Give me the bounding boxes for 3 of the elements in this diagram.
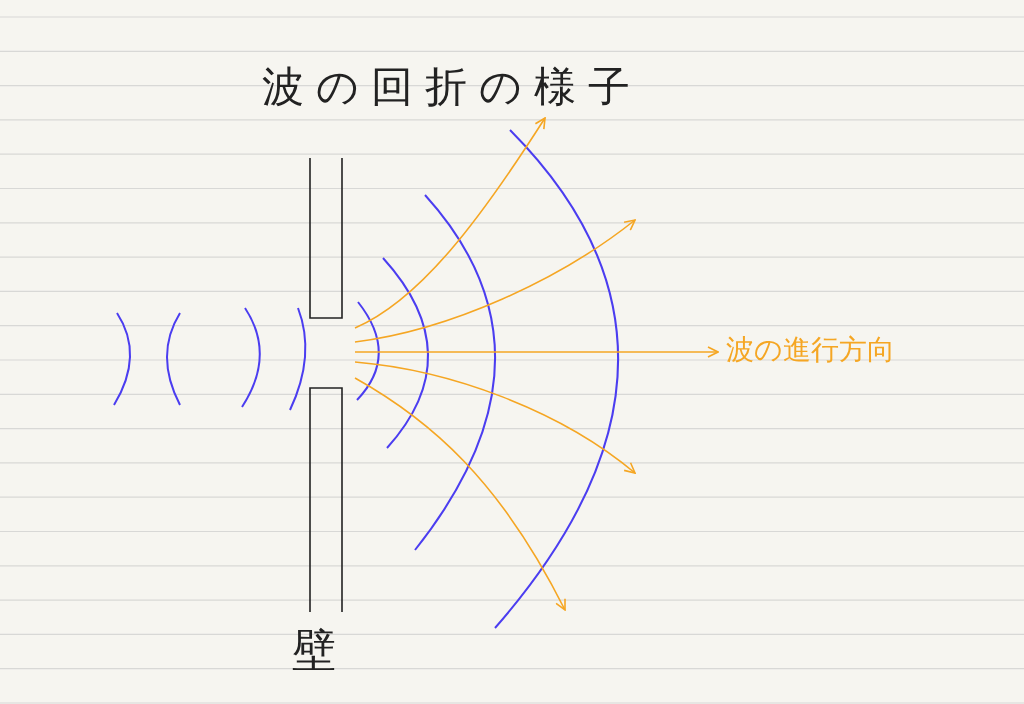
title: 波の回折の様子 [262, 66, 642, 108]
wall-label: 壁 [292, 628, 336, 672]
direction-label: 波の進行方向 [726, 336, 895, 364]
